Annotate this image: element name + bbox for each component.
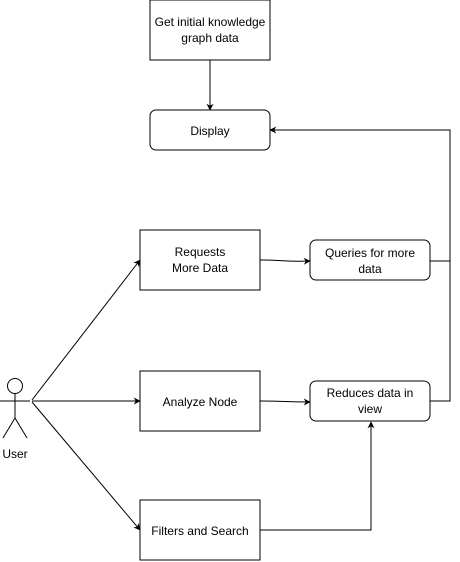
edge-filters-to-reduces (260, 421, 375, 531)
node-analyze-box (139, 370, 261, 432)
node-display: Display (149, 109, 271, 151)
node-filters-box (139, 499, 261, 561)
edges-layer (31, 60, 451, 531)
node-queries: Queries for more data (309, 239, 431, 281)
node-requests: Requests More Data (139, 229, 261, 291)
user-actor: User (0, 378, 30, 461)
edge-user-to-filters (31, 401, 141, 531)
node-requests-box (139, 229, 261, 291)
node-queries-label-line1: Queries for more (325, 246, 415, 260)
node-initial-label-line2: graph data (181, 31, 239, 45)
user-actor-head (7, 378, 23, 394)
user-actor-left-leg (2, 417, 16, 439)
node-analyze: Analyze Node (139, 370, 261, 432)
node-reduces-box (309, 380, 431, 422)
node-queries-box (309, 239, 431, 281)
user-actor-right-leg (14, 417, 28, 439)
edge-reduces-to-display (430, 261, 451, 402)
edge-requests-to-queries (259, 257, 311, 265)
edge-analyze-to-reduces (259, 398, 311, 406)
node-queries-label-line2: data (358, 262, 382, 276)
node-initial-box (149, 0, 271, 61)
node-display-label: Display (190, 124, 229, 138)
edge-user-to-requests (31, 259, 141, 401)
node-reduces: Reduces data in view (309, 380, 431, 422)
edge-queries-to-display (269, 126, 451, 262)
node-reduces-label-line2: view (358, 402, 382, 416)
node-display-box (149, 109, 271, 151)
node-requests-label-line1: Requests (175, 245, 226, 259)
node-filters-label: Filters and Search (151, 524, 248, 538)
node-initial-label-line1: Get initial knowledge (155, 15, 266, 29)
node-analyze-label: Analyze Node (163, 395, 238, 409)
user-actor-label: User (2, 447, 27, 461)
node-filters: Filters and Search (139, 499, 261, 561)
node-reduces-label-line1: Reduces data in (327, 386, 414, 400)
node-initial: Get initial knowledge graph data (149, 0, 271, 61)
node-requests-label-line2: More Data (172, 261, 228, 275)
